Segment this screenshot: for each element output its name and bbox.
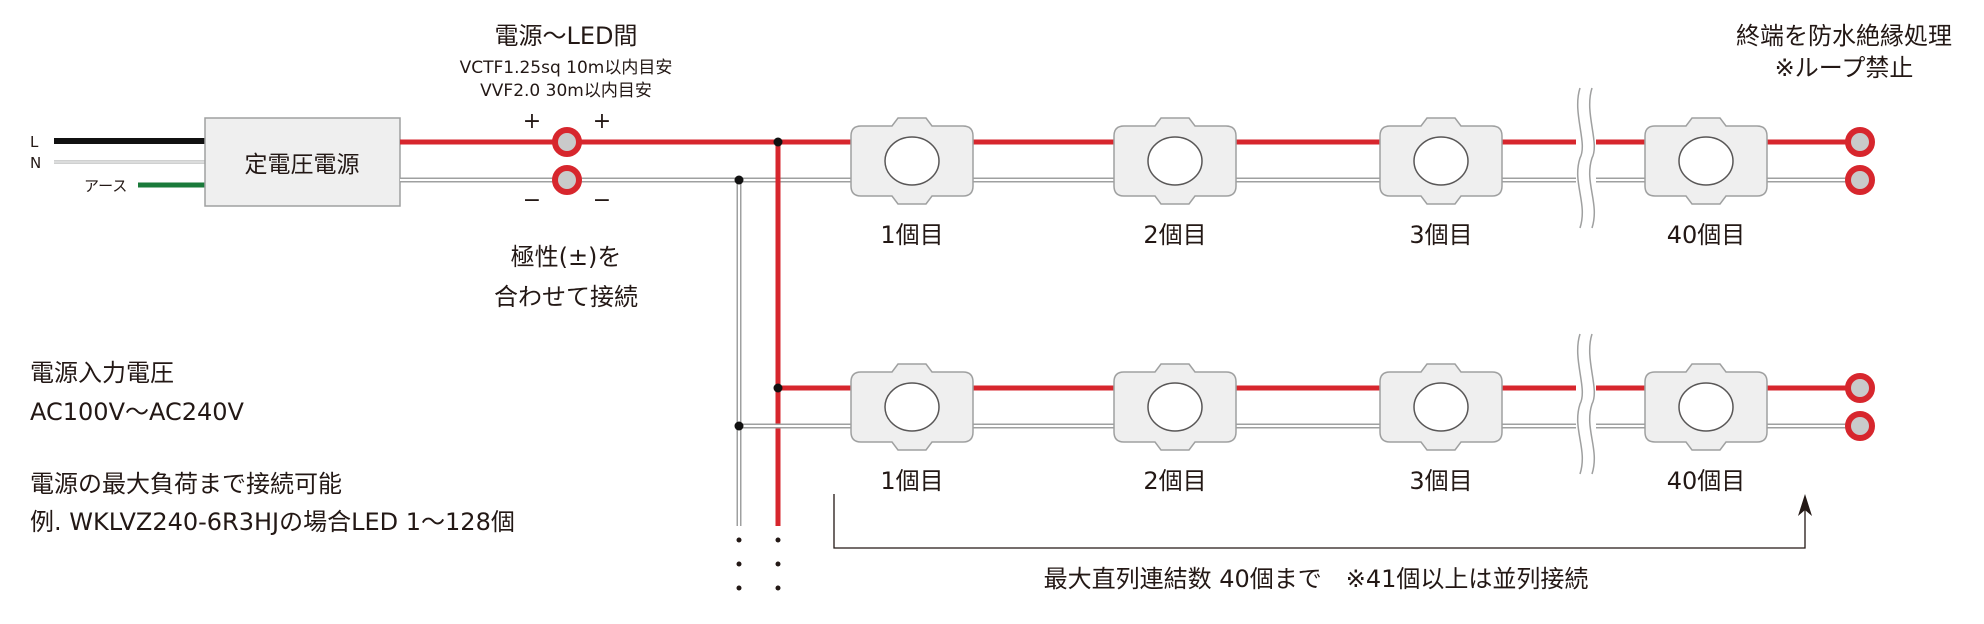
power-supply-label: 定電圧電源	[245, 152, 360, 178]
power-supply-box	[204, 117, 401, 207]
continuation-dots	[736, 537, 781, 591]
led-lens-icon	[1147, 382, 1203, 432]
module-label-row1-3: 3個目	[1409, 221, 1472, 249]
max-series-note: 最大直列連結数 40個まで ※41個以上は並列接続	[1044, 565, 1589, 593]
module-label-row1-1: 1個目	[880, 221, 943, 249]
wire-break-marks	[1576, 87, 1596, 475]
module-label-row1-2: 2個目	[1143, 221, 1206, 249]
psu-terminal-negative	[552, 165, 582, 195]
end-terminal-row2-positive	[1845, 373, 1875, 403]
break-line	[1576, 87, 1584, 229]
polarity-note-line2: 合わせて接続	[494, 283, 638, 311]
continuation-dot	[775, 537, 781, 543]
break-mark-row2	[1576, 333, 1596, 475]
terminals	[552, 127, 1875, 441]
continuation-dot	[775, 585, 781, 591]
led-lens-icon	[884, 136, 940, 186]
continuation-dot	[736, 537, 742, 543]
led-lens-icon	[884, 382, 940, 432]
bracket-line	[833, 494, 1806, 549]
led-module-row1-2	[1113, 117, 1237, 205]
break-mark-row1	[1576, 87, 1596, 229]
end-terminal-row1-positive	[1845, 127, 1875, 157]
led-module-row1-4	[1644, 117, 1768, 205]
line-l-label: L	[30, 133, 39, 151]
continuation-dot	[736, 561, 742, 567]
led-modules: 1個目 2個目 3個目 40個目 1個目 2個目 3個目 40個目	[850, 117, 1768, 495]
module-label-row2-2: 2個目	[1143, 467, 1206, 495]
ac-input-lines: L N アース	[30, 133, 206, 195]
end-terminal-row2-negative	[1845, 411, 1875, 441]
led-module-row1-3	[1379, 117, 1503, 205]
plus-sign-left: +	[523, 109, 541, 134]
plus-sign-right: +	[593, 109, 611, 134]
led-lens-icon	[1147, 136, 1203, 186]
module-label-row2-3: 3個目	[1409, 467, 1472, 495]
led-lens-icon	[1413, 136, 1469, 186]
input-voltage-label: 電源入力電圧	[30, 359, 174, 387]
led-lens-icon	[1678, 382, 1734, 432]
load-note: 電源の最大負荷まで接続可能	[30, 470, 342, 498]
module-label-row2-1: 1個目	[880, 467, 943, 495]
diagram-title: 電源〜LED間	[494, 22, 637, 50]
led-lens-icon	[1678, 136, 1734, 186]
earth-label: アース	[84, 177, 127, 195]
break-gap	[1576, 334, 1596, 474]
minus-sign-right: −	[593, 188, 611, 213]
line-n-label: N	[30, 154, 41, 172]
max-series-bracket: 最大直列連結数 40個まで ※41個以上は並列接続	[833, 494, 1812, 593]
power-supply: 定電圧電源	[204, 117, 401, 207]
cable-spec-2: VVF2.0 30m以内目安	[480, 81, 652, 101]
led-lens-icon	[1413, 382, 1469, 432]
psu-terminal-positive	[552, 127, 582, 157]
end-note-line1: 終端を防水絶縁処理	[1736, 22, 1952, 50]
end-note-line2: ※ループ禁止	[1775, 54, 1914, 82]
module-label-row1-4: 40個目	[1667, 221, 1746, 249]
break-line	[1588, 333, 1596, 475]
end-terminal-row1-negative	[1845, 165, 1875, 195]
input-voltage-value: AC100V〜AC240V	[30, 398, 245, 426]
led-module-row2-2	[1113, 363, 1237, 451]
led-module-row1-1	[850, 117, 974, 205]
junction-dot	[734, 175, 744, 185]
minus-sign-left: −	[523, 188, 541, 213]
polarity-note-line1: 極性(±)を	[511, 243, 622, 271]
break-line	[1576, 333, 1584, 475]
led-module-row2-4	[1644, 363, 1768, 451]
led-module-row2-1	[850, 363, 974, 451]
example-note: 例. WKLVZ240-6R3HJの場合LED 1〜128個	[30, 508, 515, 536]
break-line	[1588, 87, 1596, 229]
continuation-dot	[775, 561, 781, 567]
bracket-arrow-icon	[1798, 494, 1812, 516]
junction-dot	[773, 383, 783, 393]
break-gap	[1576, 88, 1596, 228]
junction-dot	[773, 137, 783, 147]
continuation-dot	[736, 585, 742, 591]
junction-dot	[734, 421, 744, 431]
led-module-row2-3	[1379, 363, 1503, 451]
module-label-row2-4: 40個目	[1667, 467, 1746, 495]
cable-spec-1: VCTF1.25sq 10m以内目安	[460, 58, 673, 78]
